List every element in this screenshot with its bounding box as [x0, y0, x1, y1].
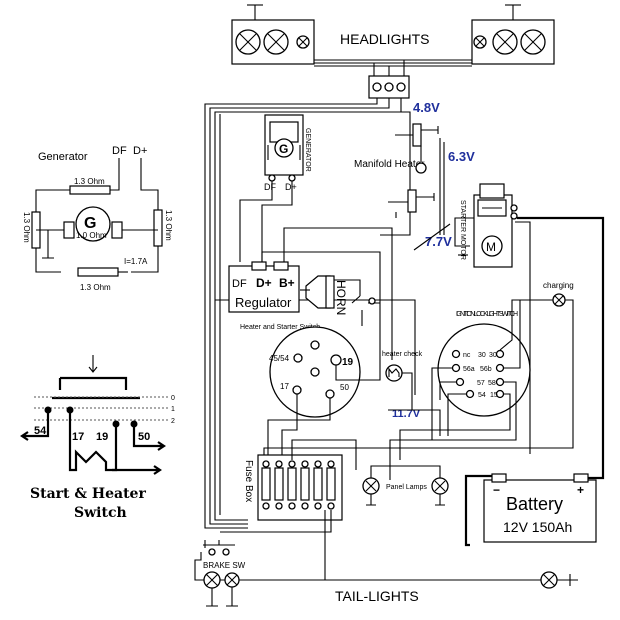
heater-check-label: heater check — [382, 351, 423, 358]
sw-pos-1: 1 — [171, 406, 175, 413]
regulator-bplus: B+ — [279, 276, 295, 290]
switch-title-line1: Start & Heater — [30, 486, 146, 502]
ign-58: 58 — [488, 380, 496, 387]
charging-label: charging — [543, 281, 574, 290]
gen-unit-dplus: D+ — [285, 182, 297, 192]
sw-pos-0: 0 — [171, 395, 175, 402]
manifold-heater-label: Manifold Heater — [354, 159, 425, 170]
hs-terminal-45-54: 45/54 — [269, 354, 290, 363]
headlights-assembly: HEADLIGHTS — [231, 4, 555, 67]
voltage-11-7: 11.7V — [392, 408, 421, 420]
brake-switch: BRAKE SW — [194, 540, 246, 581]
starter-motor: M STARTER MOTOR — [454, 183, 518, 268]
gen-resistor-bottom — [77, 267, 119, 277]
battery-minus: − — [493, 483, 500, 497]
battery: − + Battery 12V 150Ah — [483, 473, 597, 543]
voltage-4-8: 4.8V — [413, 100, 440, 115]
regulator: DF D+ B+ Regulator 7.7V — [228, 223, 452, 360]
voltage-7-7: 7.7V — [425, 234, 452, 249]
headlights-label: HEADLIGHTS — [340, 31, 429, 47]
fuse-row — [261, 460, 336, 510]
battery-spec: 12V 150Ah — [503, 519, 572, 535]
heater-switch-title: Heater and Starter Switch — [240, 324, 320, 331]
starter-motor-letter: M — [486, 240, 496, 254]
ign-nc: nc — [463, 352, 471, 359]
regulator-df: DF — [232, 278, 247, 290]
ign-56b: 56b — [480, 366, 492, 373]
start-heater-switch-schematic: 0 1 2 54 17 19 50 Start & Heater Switch — [20, 355, 175, 521]
sw-terminal-50: 50 — [138, 431, 150, 443]
ignition-lock: IGNITION LOCK LIGHT SWITCH nc 30 30 56a … — [389, 299, 531, 480]
gen-resistor-top — [69, 185, 111, 195]
sw-terminal-54: 54 — [34, 425, 47, 437]
charging-lamp: charging — [263, 281, 574, 460]
gen-resistor-right — [153, 209, 163, 247]
battery-cable — [517, 216, 605, 480]
main-harness — [204, 98, 416, 548]
generator-unit-label: GENERATOR — [304, 128, 311, 172]
ign-30-a: 30 — [478, 352, 486, 359]
generator-df-label: DF — [112, 145, 127, 157]
voltage-6-3: 6.3V — [448, 149, 475, 164]
ign-54: 54 — [478, 392, 486, 399]
generator-dplus-label: D+ — [133, 145, 147, 157]
generator-letter: G — [84, 215, 96, 232]
tail-lights-label: TAIL-LIGHTS — [335, 588, 419, 604]
regulator-label: Regulator — [235, 295, 292, 310]
gen-r-right-label: 1.3 Ohm — [164, 210, 173, 241]
tail-lights: TAIL-LIGHTS — [203, 571, 578, 607]
battery-plus: + — [577, 483, 584, 497]
sw-terminal-17: 17 — [72, 431, 84, 443]
horn-label: HORN — [334, 280, 348, 315]
fuse-box: Fuse Box — [215, 439, 357, 581]
hs-terminal-50: 50 — [340, 383, 349, 392]
ign-56a: 56a — [463, 366, 475, 373]
gen-r-bottom-label: 1.3 Ohm — [80, 283, 111, 292]
sw-terminal-19: 19 — [96, 431, 108, 443]
ign-30-b: 30 — [489, 352, 497, 359]
hs-terminal-17: 17 — [280, 382, 289, 391]
gen-r-left-label: 1.3 Ohm — [22, 212, 31, 243]
gen-r-top-label: 1.3 Ohm — [74, 177, 105, 186]
brake-switch-label: BRAKE SW — [203, 561, 246, 570]
generator-unit: G DF D+ GENERATOR — [239, 114, 311, 262]
generator-symbol — [75, 206, 111, 242]
switch-title-line2: Switch — [74, 505, 127, 521]
generator-schematic: Generator DF D+ 1.3 Ohm 1.3 Ohm 1.3 Ohm … — [22, 145, 173, 292]
horn: HORN — [300, 275, 380, 326]
gen-unit-df: DF — [264, 182, 276, 192]
gen-unit-letter: G — [279, 142, 288, 156]
fuse-box-label: Fuse Box — [243, 460, 254, 502]
panel-lamps: Panel Lamps — [362, 465, 449, 506]
headlight-connector-block — [368, 60, 410, 99]
starter-motor-symbol — [481, 235, 503, 257]
ign-15: 15 — [490, 392, 498, 399]
hs-terminal-19: 19 — [342, 357, 354, 368]
heater-check: heater check 11.7V — [382, 351, 441, 436]
battery-title: Battery — [506, 494, 563, 514]
sw-pos-2: 2 — [171, 418, 175, 425]
ignition-lock-label: IGNITION LOCK LIGHT SWITCH — [456, 311, 518, 318]
starter-motor-label: STARTER MOTOR — [459, 200, 466, 260]
gen-armature-label: 1.0 Ohm — [76, 231, 107, 240]
panel-lamps-label: Panel Lamps — [386, 484, 427, 491]
generator-title: Generator — [38, 151, 88, 163]
regulator-dplus: D+ — [256, 276, 272, 290]
gen-current-label: I=1.7A — [124, 257, 148, 266]
ign-57: 57 — [477, 380, 485, 387]
manifold-heater: 4.8V 6.3V Manifold Heater — [354, 100, 475, 236]
heater-starter-switch: Heater and Starter Switch 45/54 19 17 50 — [240, 324, 381, 460]
